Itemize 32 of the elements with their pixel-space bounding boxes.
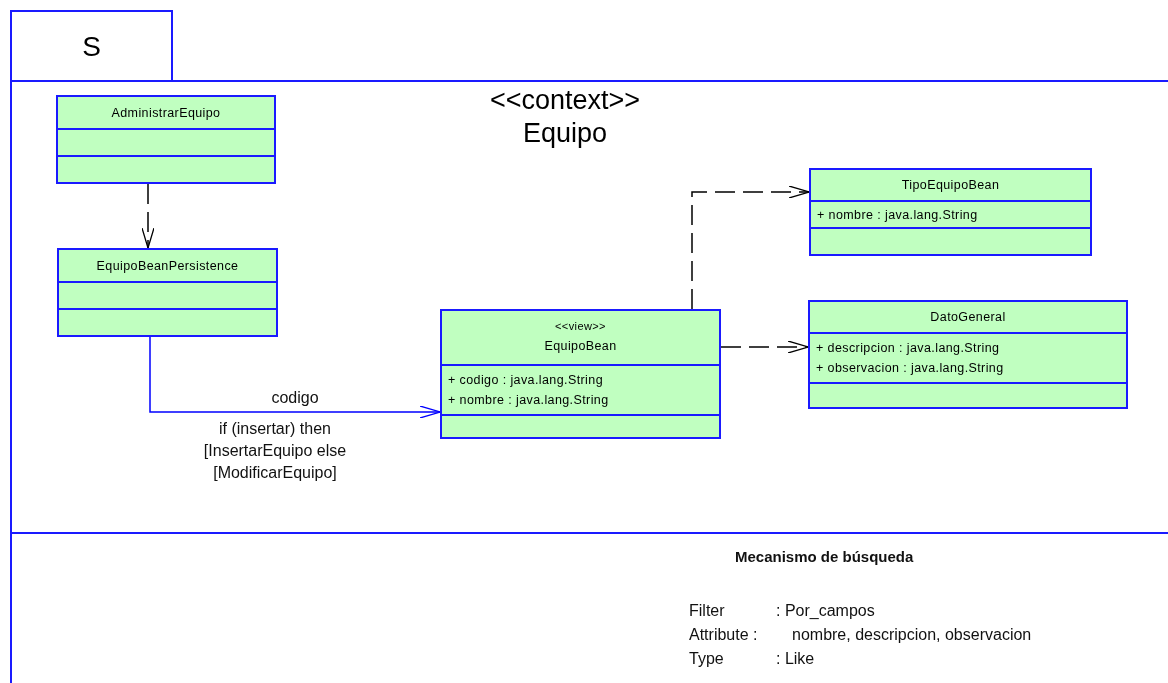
class-box <box>440 309 721 439</box>
package-tab: S <box>10 10 173 82</box>
class-name: AdministrarEquipo <box>111 104 221 122</box>
property-value: : Like <box>776 649 815 669</box>
association-arrow <box>149 336 441 419</box>
attribute-text: + descripcion : java.lang.String <box>815 340 1001 357</box>
dependency-arrow <box>720 340 809 354</box>
edge-label: codigo <box>270 389 320 407</box>
dependency-arrow <box>141 183 155 249</box>
stereotype-label: <<view>> <box>555 318 606 334</box>
class-name: TipoEquipoBean <box>901 177 1000 194</box>
attribute-text: + nombre : java.lang.String <box>816 206 979 224</box>
class-box <box>57 248 278 337</box>
dependency-arrow <box>691 185 810 310</box>
guard-condition: if (insertar) then [InsertarEquipo else [ModificarEquipo] <box>202 419 348 483</box>
package-frame <box>10 10 1168 683</box>
class-name: EquipoBean <box>544 337 617 355</box>
class-box <box>56 95 276 184</box>
attribute-text: + nombre : java.lang.String <box>447 392 610 409</box>
class-box <box>809 168 1092 256</box>
property-name: Attribute : <box>689 625 758 645</box>
property-value: : Por_campos <box>776 601 875 621</box>
property-name: Type <box>689 649 724 669</box>
package-title: <<context>> Equipo <box>488 84 642 150</box>
class-name: EquipoBeanPersistence <box>96 257 239 275</box>
attribute-text: + codigo : java.lang.String <box>447 372 604 389</box>
section-heading: Mecanismo de búsqueda <box>735 547 914 566</box>
property-value: nombre, descripcion, observacion <box>792 625 1032 645</box>
property-name: Filter <box>689 601 725 621</box>
class-box <box>808 300 1128 409</box>
attribute-text: + observacion : java.lang.String <box>815 360 1005 377</box>
class-name: DatoGeneral <box>930 309 1006 326</box>
